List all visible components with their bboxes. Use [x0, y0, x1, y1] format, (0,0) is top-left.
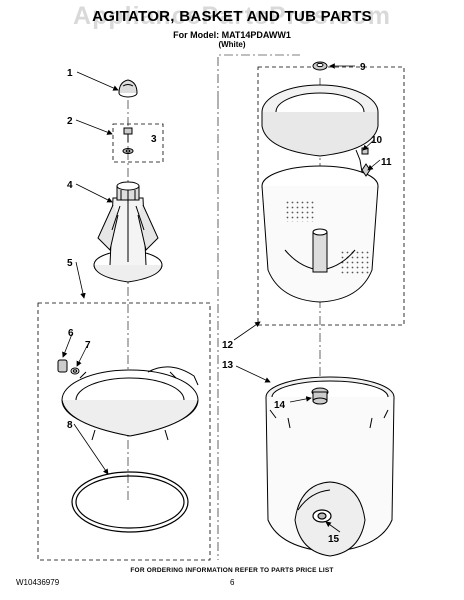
document-number: W10436979 — [16, 578, 60, 587]
page-title: AGITATOR, BASKET AND TUB PARTS — [92, 8, 372, 25]
callout-9: 9 — [360, 62, 366, 73]
ordering-note: FOR ORDERING INFORMATION REFER TO PARTS … — [130, 567, 334, 574]
callout-12: 12 — [222, 340, 234, 351]
color-note: (White) — [218, 40, 246, 49]
bolt-and-washer-icon — [122, 127, 134, 154]
callout-7: 7 — [85, 340, 91, 351]
callout-2: 2 — [67, 116, 73, 127]
callout-4: 4 — [67, 180, 73, 191]
model-line: For Model: MAT14PDAWW1 — [173, 30, 291, 40]
callout-10: 10 — [371, 135, 383, 146]
agitator-cap-icon — [118, 79, 138, 98]
bolt-kit-box — [112, 123, 164, 163]
page-number: 6 — [230, 578, 235, 587]
outer-tub-icon — [265, 376, 395, 557]
callout-3: 3 — [151, 134, 157, 145]
agitator-icon — [93, 181, 163, 283]
watermark: AppliancePartsPros.com — [73, 2, 391, 30]
drain-fitting-icon — [57, 359, 80, 375]
callout-1: 1 — [67, 68, 73, 79]
basket-nut-icon — [312, 61, 328, 71]
tub-ring-icon — [61, 366, 199, 441]
callout-14: 14 — [274, 400, 286, 411]
tub-ring-kit-box — [37, 302, 211, 561]
callout-15: 15 — [328, 534, 340, 545]
tub-drain-seal-icon — [312, 509, 332, 523]
callout-labels: 1 2 3 4 5 6 7 8 9 10 11 12 13 14 15 — [67, 62, 392, 545]
callout-5: 5 — [67, 258, 73, 269]
callout-6: 6 — [68, 328, 74, 339]
callout-13: 13 — [222, 360, 234, 371]
snubber-ring-icon — [71, 471, 189, 533]
leader-lines — [62, 63, 381, 533]
basket-icon — [261, 84, 379, 303]
tub-bearing-icon — [311, 387, 329, 405]
callout-8: 8 — [67, 420, 73, 431]
callout-11: 11 — [381, 157, 392, 168]
